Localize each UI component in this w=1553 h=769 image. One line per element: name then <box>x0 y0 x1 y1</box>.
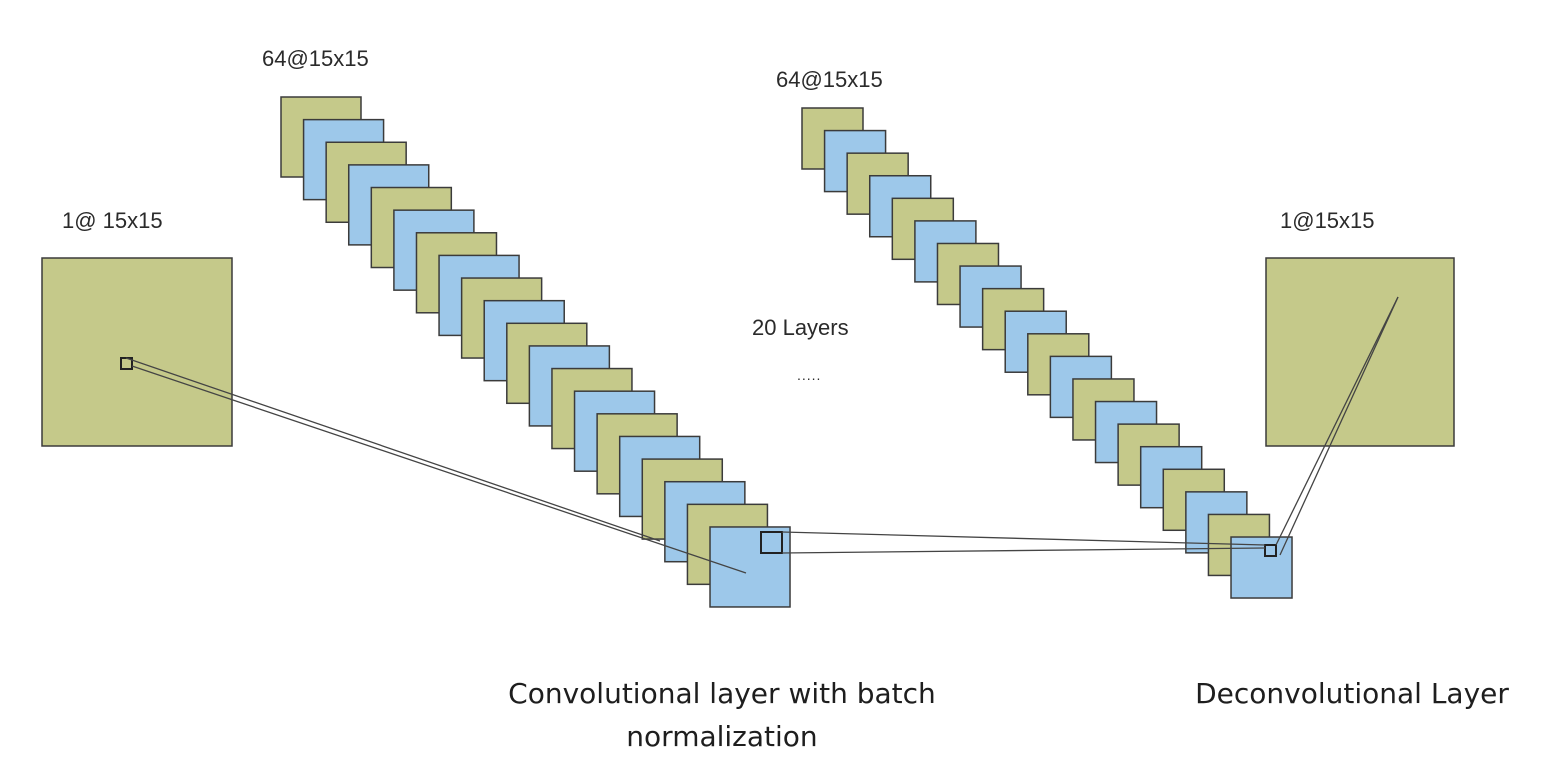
deconv-feature-map-20 <box>1230 536 1293 599</box>
output-label: 1@15x15 <box>1280 208 1375 233</box>
input-to-conv-line-1 <box>125 357 661 542</box>
conv-caption-line-1: Convolutional layer with batch <box>508 677 936 710</box>
deconv-stack-label: 64@15x15 <box>776 67 883 92</box>
output-feature-map <box>1265 257 1455 447</box>
conv-stack-label: 64@15x15 <box>262 46 369 71</box>
layers-count-label: 20 Layers <box>752 315 849 340</box>
conv-feature-map-20 <box>709 526 791 608</box>
conv-caption-line-2: normalization <box>626 720 817 753</box>
input-feature-map <box>41 257 233 447</box>
ellipsis-marker: ..... <box>797 367 821 383</box>
conv-to-deconv-line-1 <box>781 531 1266 546</box>
deconv-kernel-window <box>1264 544 1277 557</box>
input-label: 1@ 15x15 <box>62 208 163 233</box>
conv-layer-stack <box>280 96 791 608</box>
deconv-caption: Deconvolutional Layer <box>1195 677 1509 710</box>
conv-to-deconv-line-2 <box>781 547 1266 554</box>
conv-kernel-window <box>760 531 783 554</box>
input-to-conv-line-2 <box>131 365 747 574</box>
deconv-to-output-line-2 <box>1279 296 1399 556</box>
connection-lines <box>125 296 1399 574</box>
deconv-to-output-line-1 <box>1275 296 1399 546</box>
deconv-layer-stack <box>801 107 1293 599</box>
